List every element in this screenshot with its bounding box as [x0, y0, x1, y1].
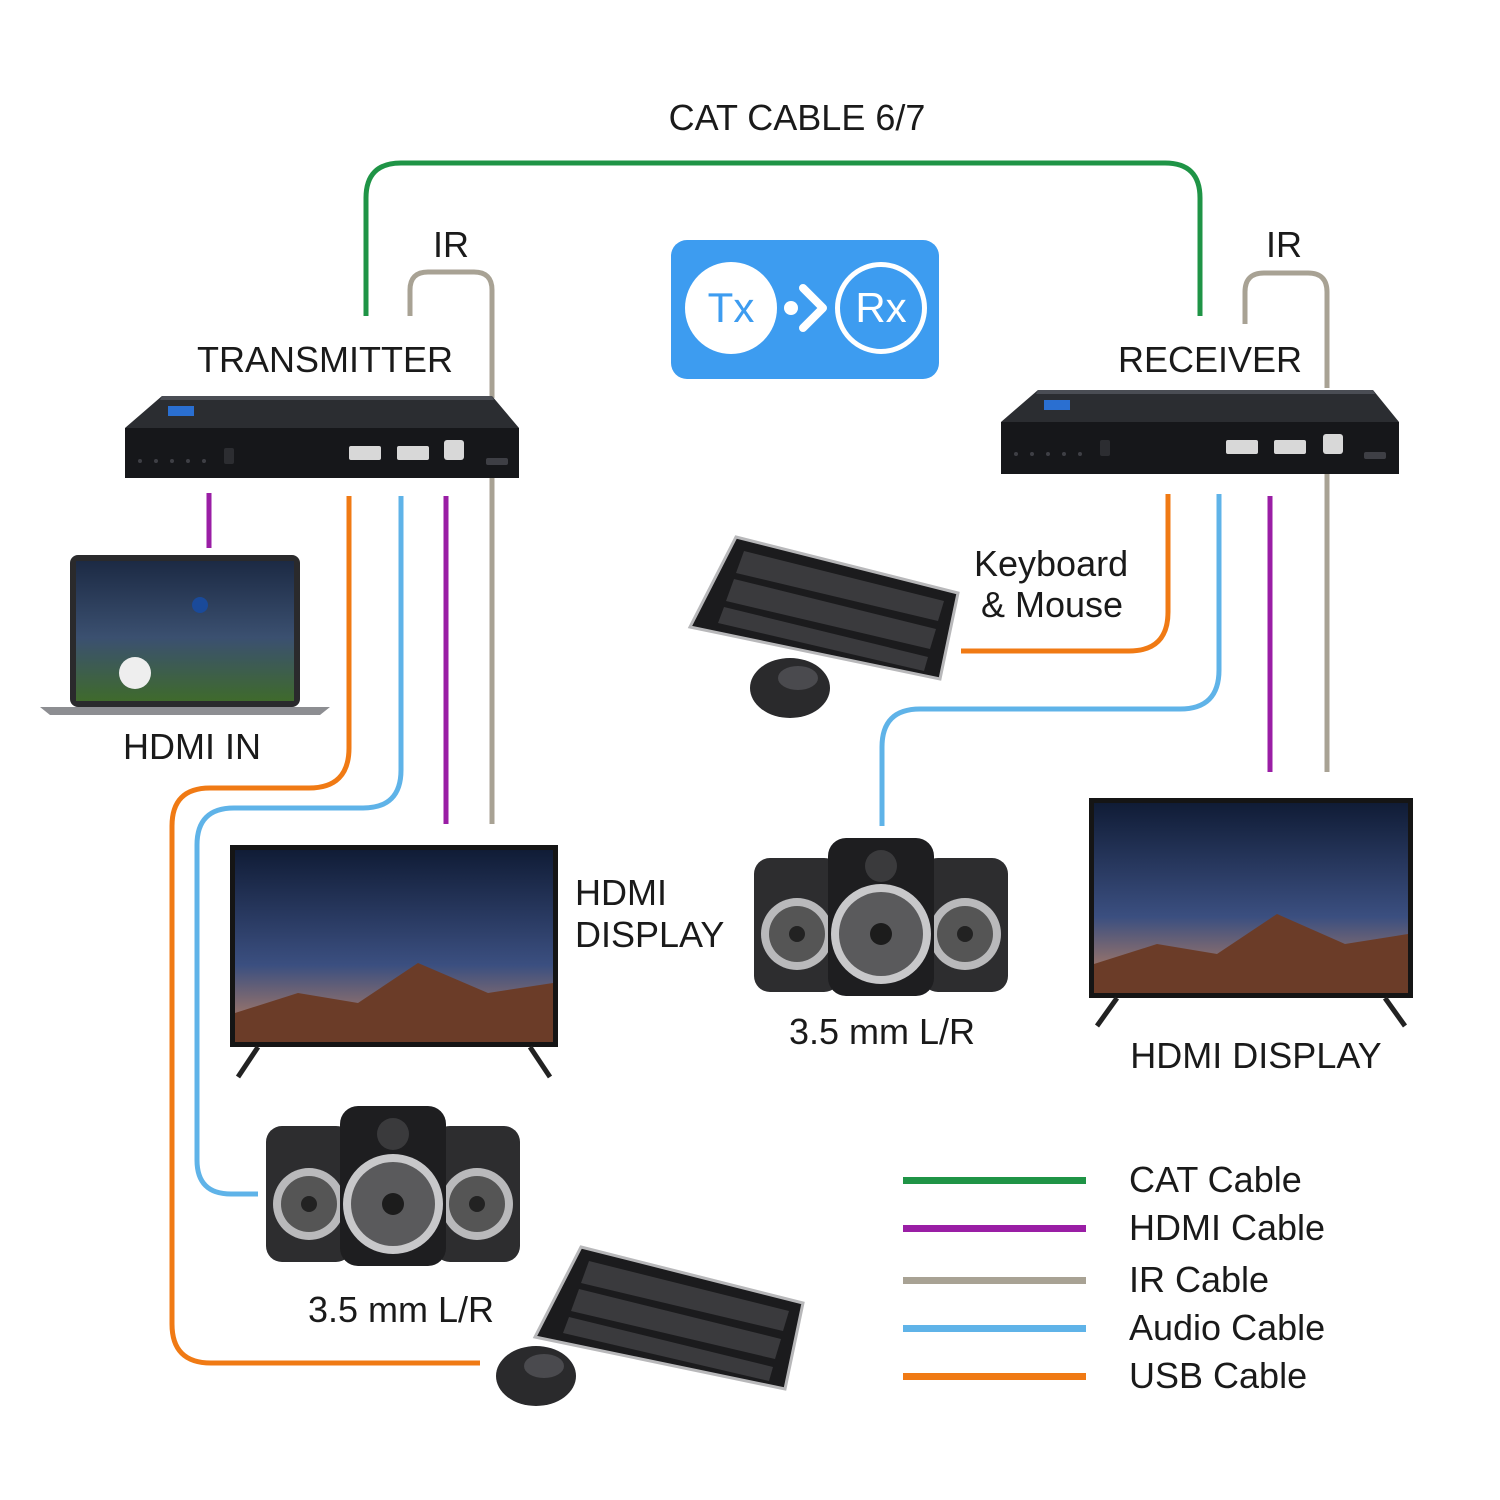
- transmitter-device: [125, 396, 519, 478]
- rx-keyboard-icon: [687, 535, 960, 681]
- tx-hdmi-display-icon: [230, 845, 558, 1079]
- rx-hdmi-display-icon: [1089, 798, 1413, 1028]
- tx-usb-line: [169, 496, 480, 1366]
- tx-hdmi-display-label-line2: DISPLAY: [575, 914, 725, 955]
- rx-ir-label: IR: [1266, 224, 1302, 265]
- legend-swatch: [903, 1373, 1086, 1380]
- rx-usb-line: [961, 494, 1171, 654]
- legend-swatch: [903, 1277, 1086, 1284]
- tx-mouse-icon: [496, 1346, 576, 1406]
- rx-circle: Rx: [835, 262, 927, 354]
- legend-label: CAT Cable: [1129, 1159, 1302, 1200]
- legend-label: IR Cable: [1129, 1259, 1270, 1300]
- keyboard-mouse-label-line2: & Mouse: [981, 584, 1124, 625]
- tx-circle: Tx: [685, 262, 777, 354]
- legend-label: HDMI Cable: [1129, 1207, 1326, 1248]
- cat-cable-line: [363, 160, 1203, 316]
- legend-item: IR Cable: [903, 1258, 1403, 1302]
- rx-hdmi-display-label: HDMI DISPLAY: [1130, 1035, 1382, 1076]
- legend-swatch: [903, 1225, 1086, 1232]
- hdmi-in-label: HDMI IN: [123, 726, 261, 767]
- rx-audio-line: [879, 494, 1222, 826]
- legend-item: CAT Cable: [903, 1158, 1403, 1202]
- tx-ir-cable-line: [407, 269, 495, 398]
- rx-speakers-icon: [754, 838, 1008, 996]
- tx-speakers-icon: [266, 1106, 520, 1266]
- tx-to-rx-badge: Tx Rx: [671, 240, 939, 379]
- tx-hdmi-display-label-line1: HDMI: [575, 872, 667, 913]
- laptop-icon: [40, 555, 330, 715]
- arrow-right-icon: [784, 284, 827, 332]
- legend-label: USB Cable: [1129, 1355, 1308, 1396]
- tx-ir-label: IR: [433, 224, 469, 265]
- legend-swatch: [903, 1177, 1086, 1184]
- tx-audio-label: 3.5 mm L/R: [307, 1289, 495, 1330]
- tx-audio-line: [194, 496, 404, 1197]
- rx-audio-label: 3.5 mm L/R: [788, 1011, 976, 1052]
- transmitter-label: TRANSMITTER: [197, 339, 453, 380]
- rx-ir-cable-line: [1242, 270, 1330, 388]
- tx-keyboard-icon: [532, 1245, 805, 1391]
- keyboard-mouse-label-line1: Keyboard: [974, 543, 1129, 584]
- legend-item: HDMI Cable: [903, 1206, 1403, 1250]
- cat-cable-title: CAT CABLE 6/7: [668, 97, 926, 138]
- legend-swatch: [903, 1325, 1086, 1332]
- legend-label: Audio Cable: [1129, 1307, 1326, 1348]
- receiver-device: [1001, 390, 1399, 474]
- rx-mouse-icon: [750, 658, 830, 718]
- receiver-label: RECEIVER: [1117, 339, 1303, 380]
- legend-item: Audio Cable: [903, 1306, 1403, 1350]
- legend-item: USB Cable: [903, 1354, 1403, 1398]
